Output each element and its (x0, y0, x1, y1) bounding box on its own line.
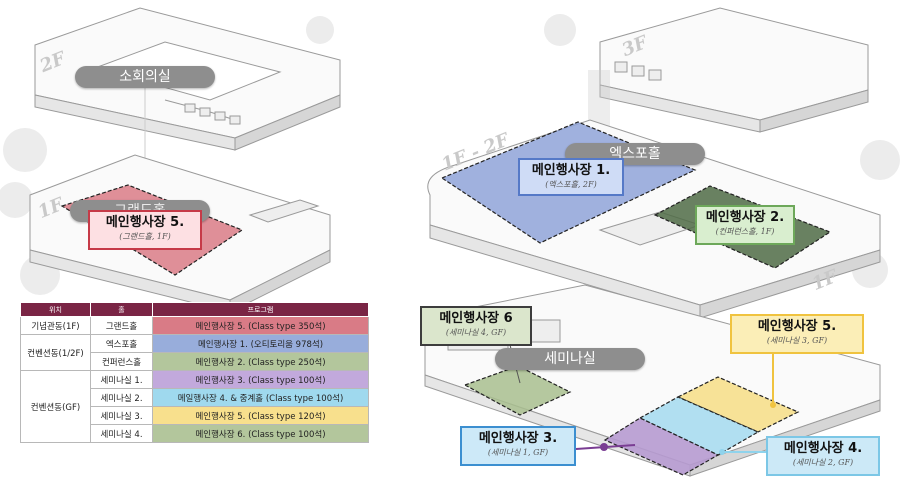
callout-title: 메인행사장 3. (478, 431, 558, 446)
table-row: 기념관동(1F) 그랜드홀 메인행사장 5. (Class type 350석) (20, 316, 369, 335)
zone-seminar-1 (603, 417, 720, 476)
callout-main-hall-4-seminar-2: 메인행사장 4. (세미나실 2, GF) (766, 436, 880, 476)
cell-program: 메인행사장 1. (오티토리움 978석) (152, 334, 369, 353)
table-row: 컨벤션동(GF) 세미나실 1. 메인행사장 3. (Class type 10… (20, 370, 369, 443)
callout-subtitle: (엑스포홀, 2F) (545, 180, 597, 189)
cell-hall: 세미나실 1. (90, 370, 153, 389)
callout-main-hall-2-conference: 메인행사장 2. (컨퍼런스홀, 1F) (695, 205, 795, 245)
callout-subtitle: (그랜드홀, 1F) (119, 232, 171, 241)
program-table: 위치 홀 프로그램 기념관동(1F) 그랜드홀 메인행사장 5. (Class … (20, 302, 369, 443)
tree-background (0, 14, 900, 295)
cell-program: 메인행사장 5. (Class type 350석) (152, 316, 369, 335)
table-row: 세미나실 2. 메일행사장 4. & 중계홀 (Class type 100석) (21, 388, 369, 407)
callout-subtitle: (세미나실 1, GF) (487, 448, 549, 457)
cell-hall: 세미나실 2. (90, 388, 153, 407)
callout-title: 메인행사장 5. (757, 319, 837, 334)
table-row: 세미나실 3. 메인행사장 5. (Class type 120석) (21, 406, 369, 425)
cell-program: 메일행사장 4. & 중계홀 (Class type 100석) (152, 388, 369, 407)
right-building-3f (599, 7, 869, 133)
pill-seminar-room: 세미나실 (495, 348, 645, 370)
cell-program: 메인행사장 3. (Class type 100석) (152, 370, 369, 389)
cell-program: 메인행사장 2. (Class type 250석) (152, 352, 369, 371)
cell-location: 컨벤션동(1/2F) (20, 334, 91, 371)
cell-hall: 엑스포홀 (90, 334, 153, 353)
callout-title: 메인행사장 1. (531, 163, 611, 178)
cell-hall: 그랜드홀 (90, 316, 153, 335)
callout-title: 메인행사장 5. (105, 215, 185, 230)
leader-seminar-1-dot (600, 443, 608, 451)
header-hall: 홀 (90, 302, 153, 317)
cell-location: 컨벤션동(GF) (20, 370, 91, 443)
table-row: 세미나실 4. 메인행사장 6. (Class type 100석) (21, 424, 369, 443)
callout-title: 메인행사장 6 (439, 311, 513, 326)
leader-seminar-3-dot (770, 402, 776, 408)
callout-main-hall-5-seminar-3: 메인행사장 5. (세미나실 3, GF) (730, 314, 864, 354)
callout-title: 메인행사장 2. (705, 210, 785, 225)
cell-hall: 세미나실 3. (90, 406, 153, 425)
callout-main-hall-3-seminar-1: 메인행사장 3. (세미나실 1, GF) (460, 426, 576, 466)
callout-subtitle: (세미나실 4, GF) (445, 328, 507, 337)
pill-small-meeting-room: 소회의실 (75, 66, 215, 88)
cell-program: 메인행사장 6. (Class type 100석) (152, 424, 369, 443)
cell-hall: 세미나실 4. (90, 424, 153, 443)
cell-hall: 컨퍼런스홀 (90, 352, 153, 371)
callout-main-hall-1-expo: 메인행사장 1. (엑스포홀, 2F) (518, 158, 624, 196)
cell-program: 메인행사장 5. (Class type 120석) (152, 406, 369, 425)
leader-seminar-2-dot (719, 449, 725, 455)
callout-subtitle: (컨퍼런스홀, 1F) (715, 227, 775, 236)
callout-subtitle: (세미나실 3, GF) (766, 336, 828, 345)
header-program: 프로그램 (152, 302, 369, 317)
table-header-row: 위치 홀 프로그램 (20, 302, 369, 317)
cell-location: 기념관동(1F) (20, 316, 91, 335)
callout-main-hall-6-seminar-4: 메인행사장 6 (세미나실 4, GF) (420, 306, 532, 346)
callout-title: 메인행사장 4. (783, 441, 863, 456)
table-row: 컨벤션동(1/2F) 엑스포홀 메인행사장 1. (오티토리움 978석) (20, 334, 369, 371)
zone-seminar-4 (463, 365, 572, 416)
callout-subtitle: (세미나실 2, GF) (792, 458, 854, 467)
callout-main-hall-5-grand: 메인행사장 5. (그랜드홀, 1F) (88, 210, 202, 250)
header-location: 위치 (20, 302, 91, 317)
